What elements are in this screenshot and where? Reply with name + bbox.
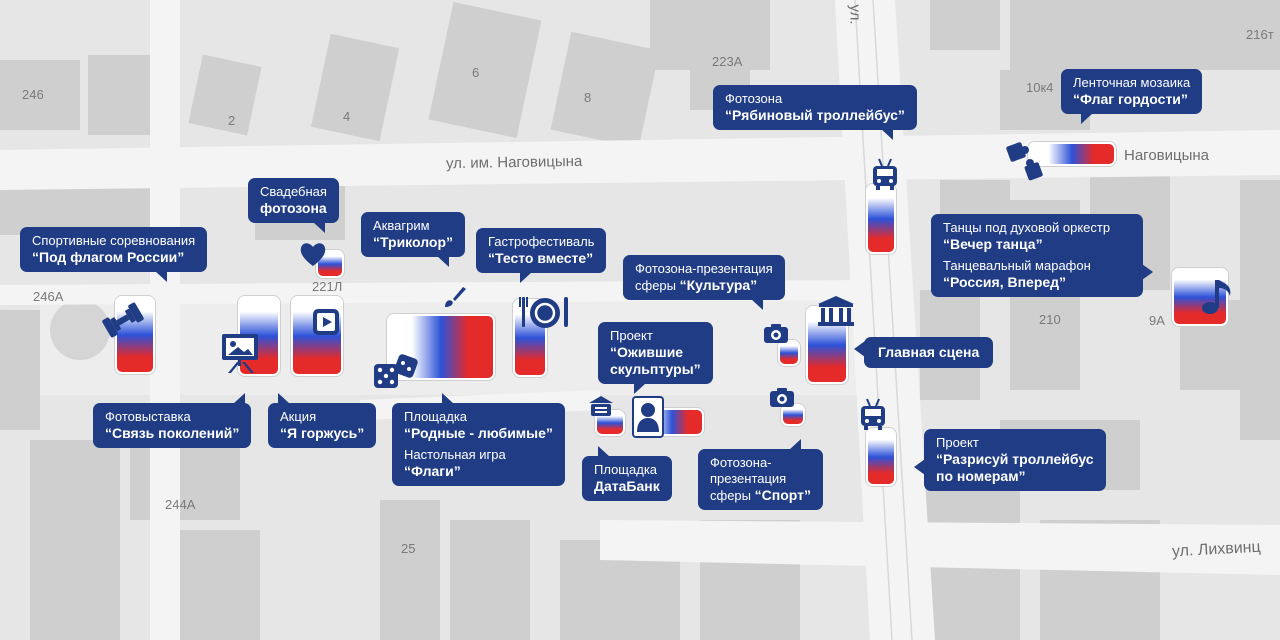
- callout-title-2: Настольная игра: [404, 447, 506, 462]
- callout-title: Проект: [610, 328, 653, 343]
- music-note-icon: [1202, 280, 1231, 314]
- callout-sport-photozone[interactable]: Фотозона- презентация сферы “Спорт”: [698, 439, 823, 510]
- callout-trolley-photozone[interactable]: Фотозона “Рябиновый троллейбус”: [713, 85, 917, 140]
- building-number: 9А: [1149, 313, 1165, 328]
- building-number: 210: [1039, 312, 1061, 327]
- dice-icon: [374, 354, 418, 388]
- callout-title: Спортивные соревнования: [32, 233, 196, 248]
- flag-marker-trolley-photo[interactable]: [866, 184, 896, 254]
- callout-name-2: скульптуры”: [610, 361, 701, 377]
- camera-icon: [764, 324, 788, 343]
- building-number: 10к4: [1026, 80, 1054, 95]
- flag-marker-wedding[interactable]: [316, 250, 344, 278]
- callout-databank[interactable]: Площадка ДатаБанк: [582, 446, 672, 501]
- building-number: 4: [343, 109, 351, 124]
- street-label-vertical: ул.: [846, 4, 864, 25]
- callout-subtitle-prefix: сферы: [710, 488, 755, 503]
- callout-name: “Разрисуй троллейбус: [936, 451, 1094, 467]
- theater-building-icon: [818, 296, 854, 326]
- callout-wedding-photozone[interactable]: Свадебная фотозона: [248, 178, 339, 233]
- callout-title-2: Танцевальный марафон: [943, 258, 1091, 273]
- heart-icon: [300, 243, 326, 266]
- flag-marker-paint-trolley[interactable]: [866, 428, 896, 486]
- callout-name: “Я горжусь”: [280, 425, 365, 441]
- paint-brush-icon: [445, 287, 466, 307]
- callout-name: фотозона: [260, 200, 327, 216]
- callout-culture-photozone[interactable]: Фотозона-презентация сферы “Культура”: [623, 255, 785, 310]
- callout-relatives[interactable]: Площадка “Родные - любимые” Настольная и…: [392, 393, 565, 486]
- callout-title: Танцы под духовой оркестр: [943, 220, 1111, 235]
- puzzle-icon: [1006, 142, 1043, 181]
- monument-bust-icon: [632, 396, 664, 438]
- building-number: 216т: [1246, 27, 1274, 42]
- callout-name: “Под флагом России”: [32, 249, 185, 265]
- building-number: 246: [22, 87, 44, 102]
- flag-marker-culture[interactable]: [778, 340, 800, 366]
- callout-name-2: по номерам”: [936, 468, 1026, 484]
- callout-subtitle-bold: “Спорт”: [754, 487, 811, 503]
- callout-title: Фотозона-презентация: [635, 261, 773, 276]
- callout-title-2: презентация: [710, 471, 787, 486]
- callout-main-stage[interactable]: Главная сцена: [853, 337, 994, 368]
- callout-name: Главная сцена: [878, 344, 980, 360]
- callout-name: “Родные - любимые”: [404, 425, 553, 441]
- camera-icon: [770, 388, 794, 407]
- building-number: 2: [228, 113, 236, 128]
- building-number: 223А: [712, 54, 743, 69]
- callout-subtitle-bold: “Культура”: [679, 277, 758, 293]
- callout-sculptures[interactable]: Проект “Ожившие скульптуры”: [598, 322, 713, 394]
- callout-title: Аквагрим: [373, 218, 430, 233]
- callout-name: “Вечер танца”: [943, 236, 1043, 252]
- callout-name: “Рябиновый троллейбус”: [725, 107, 905, 123]
- dumbbell-icon: [102, 302, 144, 338]
- building-number: 6: [472, 65, 480, 80]
- callout-subtitle: сферы “Культура”: [635, 277, 773, 294]
- video-play-icon: [313, 309, 339, 335]
- callout-gastrofestival[interactable]: Гастрофестиваль “Тесто вместе”: [476, 228, 607, 283]
- callout-name: “Тесто вместе”: [488, 250, 594, 266]
- flag-marker-ribbon[interactable]: [1028, 142, 1116, 166]
- callout-name: “Ожившие: [610, 344, 684, 360]
- callout-name: “Связь поколений”: [105, 425, 240, 441]
- callout-name-2: “Россия, Вперед”: [943, 274, 1067, 290]
- callout-paint-trolley[interactable]: Проект “Разрисуй троллейбус по номерам”: [914, 429, 1106, 491]
- building-number: 244А: [165, 497, 196, 512]
- callout-subtitle: сферы “Спорт”: [710, 487, 811, 504]
- callout-sport-competition[interactable]: Спортивные соревнования “Под флагом Росс…: [20, 227, 208, 282]
- callout-name-2: “Флаги”: [404, 463, 461, 479]
- building-number: 25: [401, 541, 416, 556]
- building-number: 221Л: [312, 279, 343, 294]
- street-label-nagovitsyna: ул. им. Наговицына: [445, 152, 583, 173]
- callout-title: Ленточная мозаика: [1073, 75, 1191, 90]
- building-number: 246А: [33, 289, 64, 304]
- callout-subtitle-prefix: сферы: [635, 278, 680, 293]
- callout-ribbon-mosaic[interactable]: Ленточная мозаика “Флаг гордости”: [1061, 69, 1203, 124]
- callout-proud[interactable]: Акция “Я горжусь”: [268, 393, 377, 448]
- callout-title: Проект: [936, 435, 979, 450]
- callout-dance[interactable]: Танцы под духовой оркестр “Вечер танца” …: [931, 214, 1153, 297]
- trolleybus-icon: [861, 398, 885, 430]
- callout-title: Площадка: [404, 409, 468, 424]
- callout-title: Свадебная: [260, 184, 327, 199]
- callout-aquagrim[interactable]: Аквагрим “Триколор”: [361, 212, 466, 267]
- callout-title: Акция: [280, 409, 317, 424]
- callout-exhibition[interactable]: Фотовыставка “Связь поколений”: [93, 393, 252, 448]
- building-number: 8: [584, 90, 592, 105]
- callout-title: Фотозона: [725, 91, 783, 106]
- presentation-easel-icon: [222, 334, 258, 373]
- plate-cutlery-icon: [519, 297, 568, 328]
- database-icon: [589, 396, 613, 416]
- street-label-nagovitsyna-right: Наговицына: [1124, 147, 1210, 164]
- callout-title: Фотозона-: [710, 455, 772, 470]
- trolleybus-icon: [873, 158, 897, 190]
- callout-name: “Триколор”: [373, 234, 454, 250]
- callout-name: ДатаБанк: [594, 478, 660, 494]
- callout-title: Площадка: [594, 462, 658, 477]
- callout-title: Гастрофестиваль: [488, 234, 595, 249]
- callout-title: Фотовыставка: [105, 409, 191, 424]
- callout-name: “Флаг гордости”: [1073, 91, 1188, 107]
